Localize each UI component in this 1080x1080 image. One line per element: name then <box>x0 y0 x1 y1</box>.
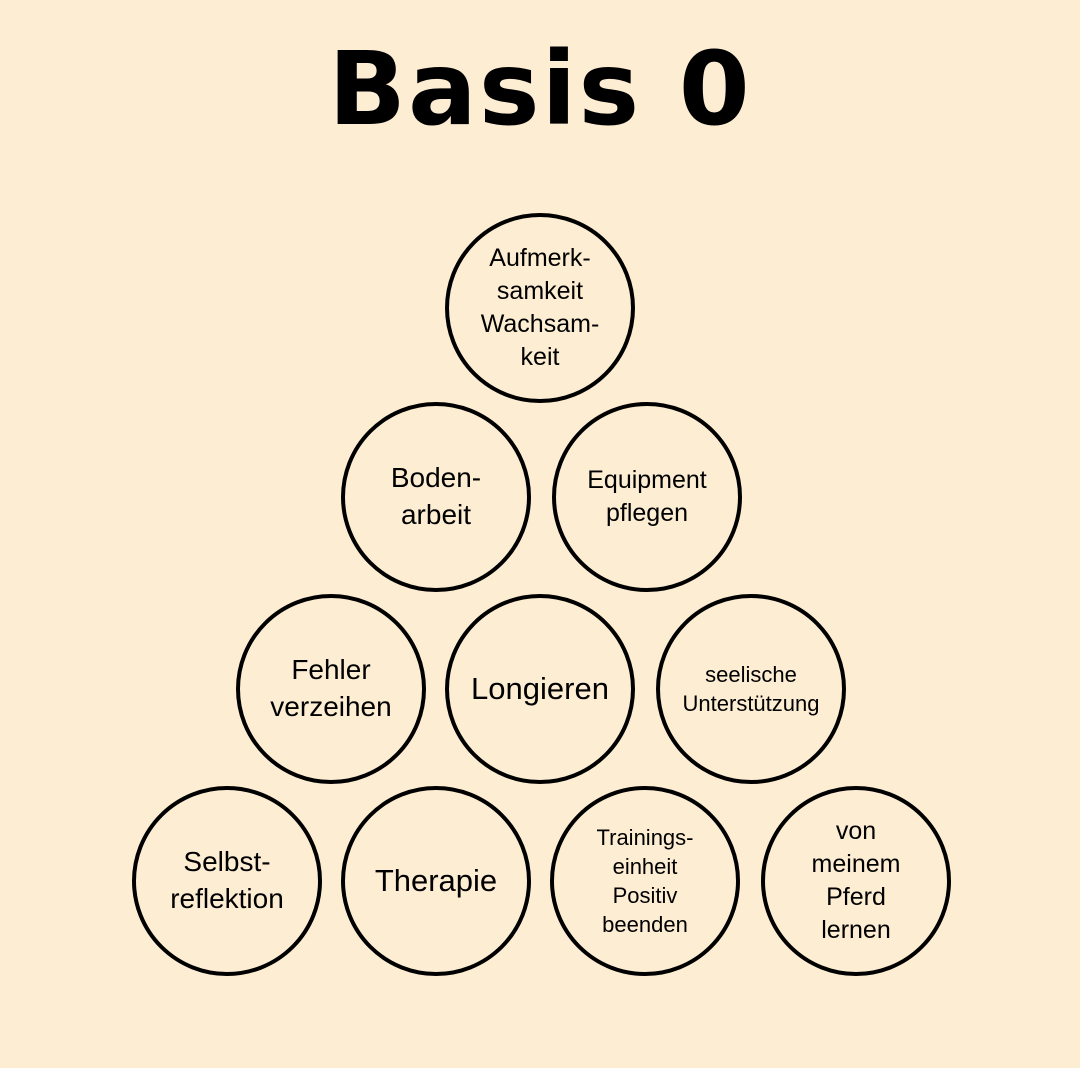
circle-text-line: Boden- <box>390 462 482 494</box>
pyramid-circle-therapy: Therapie <box>341 786 531 976</box>
circle-text-line: Trainings- <box>596 824 694 850</box>
pyramid-circle-lunging: Longieren <box>445 594 635 784</box>
circle-text-line: Selbst- <box>183 846 271 878</box>
circle-text-line: samkeit <box>496 277 584 305</box>
circle-text-line: Pferd <box>826 883 886 911</box>
pyramid-circle-learn-from-horse: von meinem Pferd lernen <box>761 786 951 976</box>
circle-text-line: Aufmerk- <box>489 244 591 272</box>
bottom-white-strip <box>0 1068 1080 1080</box>
pyramid-circle-end-positive: Trainings- einheit Positiv beenden <box>550 786 740 976</box>
circle-text-line: einheit <box>612 853 678 879</box>
pyramid-circle-attention: Aufmerk- samkeit Wachsam- keit <box>445 213 635 403</box>
pyramid-circle-mental-support: seelische Unterstützung <box>656 594 846 784</box>
circle-text-line: Therapie <box>374 862 498 898</box>
circle-text-line: meinem <box>811 850 901 878</box>
circle-text-line: Longieren <box>471 670 609 706</box>
circle-text-line: Wachsam- <box>480 310 600 338</box>
circle-text-line: Unterstützung <box>682 691 820 716</box>
circle-text-line: seelische <box>705 661 797 687</box>
circle-text-line: arbeit <box>400 499 472 530</box>
pyramid-circle-self-reflection: Selbst- reflektion <box>132 786 322 976</box>
pyramid-circle-forgive-mistakes: Fehler verzeihen <box>236 594 426 784</box>
circle-text-line: Fehler <box>291 654 371 686</box>
circle-text-line: keit <box>520 343 560 371</box>
circle-text-line: lernen <box>821 916 891 944</box>
pyramid-circle-groundwork: Boden- arbeit <box>341 402 531 592</box>
circle-text-line: reflektion <box>170 883 284 914</box>
circle-text-line: verzeihen <box>270 691 392 722</box>
circle-text-line: Equipment <box>587 466 707 494</box>
circle-text-line: Positiv <box>612 883 678 908</box>
circle-text-line: pflegen <box>605 499 689 527</box>
pyramid-circle-equipment: Equipment pflegen <box>552 402 742 592</box>
circle-text-line: von <box>835 817 877 845</box>
page-title: Basis 0 <box>328 30 752 149</box>
circle-text-line: beenden <box>602 912 688 938</box>
